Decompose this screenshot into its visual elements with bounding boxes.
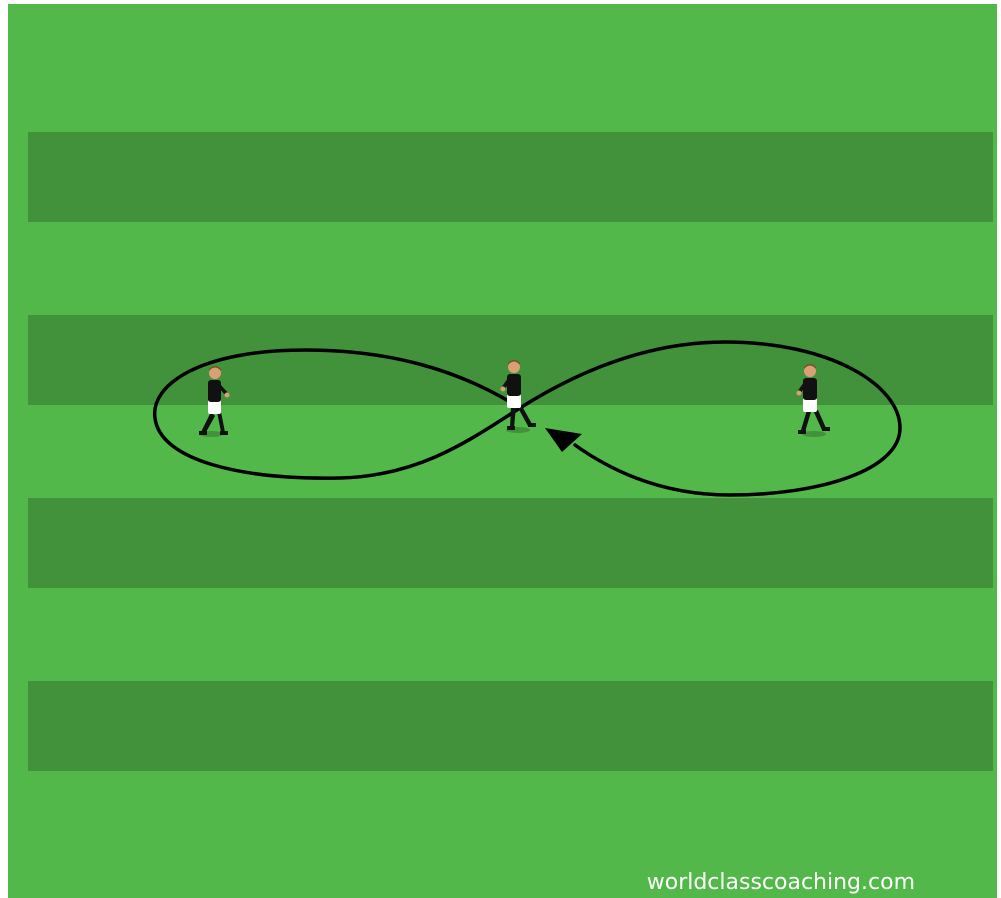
- player-left: [199, 366, 230, 437]
- player-right: [796, 364, 830, 437]
- watermark-text: worldclasscoaching.com: [647, 870, 915, 895]
- grass-stripe: [28, 498, 993, 588]
- direction-arrow-icon: [545, 428, 582, 452]
- grass-stripe: [28, 681, 993, 771]
- grass-stripe: [28, 132, 993, 222]
- player-center: [500, 360, 536, 433]
